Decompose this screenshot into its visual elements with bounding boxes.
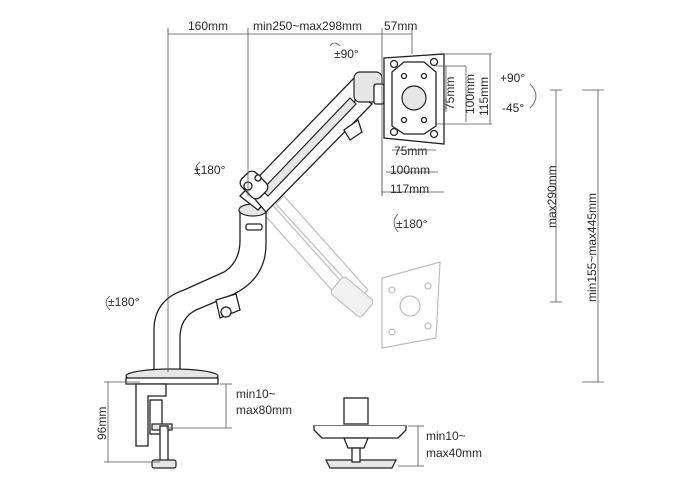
vesa-plate [383,53,445,145]
lower-arm-column [153,209,267,373]
rotation-icons [105,42,537,311]
vesa-h1-label: 75mm [394,144,427,158]
rotate-arrow-icon [329,42,341,47]
tension-knob [343,118,363,141]
tilt-label: ±90° [334,47,359,61]
rotate-arrow-icon [105,295,111,311]
desk-clamp [125,368,219,469]
pivot-up-label: +90° [500,71,525,85]
desk-mount-arm [153,203,268,373]
vesa-v3-label: 115mm [477,77,491,116]
elbow-rotation-label: ±180° [194,163,226,177]
gas-spring-arm [239,71,385,213]
grommet-range-line2: max40mm [426,446,482,460]
base-rotation-label: ±180° [108,295,140,309]
vesa-h3-label: 117mm [390,182,429,196]
rotate-arrow-icon [529,83,537,109]
clamp-range-line1: min10~ [236,387,276,401]
height-range-label: min155~max445mm [585,193,599,302]
grommet-mount [312,397,408,469]
vesa-v2-label: 100mm [463,74,477,114]
labels: 160mm min250~max298mm 57mm ±90° ±180° ±1… [95,19,599,460]
clamp-screw [159,425,169,463]
vesa-v1-label: 75mm [443,77,457,110]
vesa-rotation-label: ±180° [396,217,428,231]
rotate-arrow-icon [393,213,399,233]
vesa-depth-label: 57mm [384,19,417,33]
dimension-lines [104,28,604,467]
pivot-down-label: -45° [502,101,524,115]
arm-offset-label: 160mm [188,19,228,33]
clamp-height-label: 96mm [95,407,109,440]
clamp-range-line2: max80mm [236,403,292,417]
grommet-range-line1: min10~ [426,429,466,443]
vesa-h2-label: 100mm [390,163,430,177]
max-height-label: max290mm [545,165,559,228]
rotate-arrow-icon [195,161,201,177]
arm-lowered-ghost [261,195,441,349]
arm-reach-label: min250~max298mm [253,19,362,33]
